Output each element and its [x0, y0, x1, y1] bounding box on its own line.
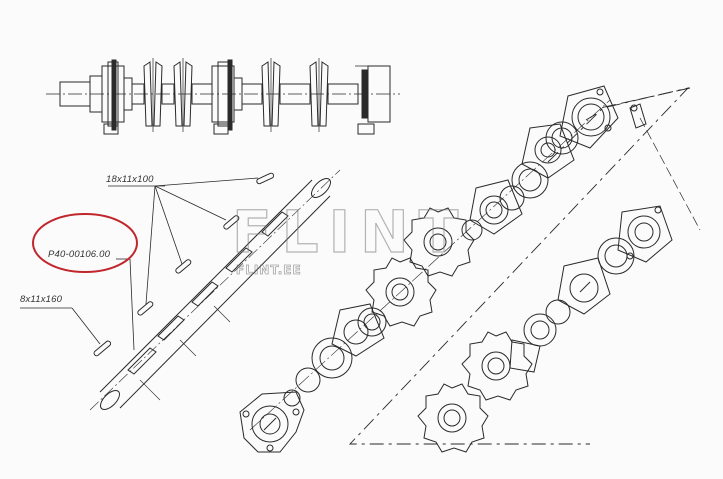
watermark-url: FLINT.EE: [236, 263, 302, 278]
sprocket-3: [461, 331, 533, 401]
sprocket-2: [365, 257, 437, 327]
watermark-logo: FLINT: [231, 197, 469, 266]
sprocket-4: [417, 383, 489, 453]
part-number-label: P40-00106.00: [48, 249, 111, 260]
part-number-highlight: [32, 213, 138, 273]
key-dimension-label-top: 18x11x100: [106, 174, 154, 185]
key-dimension-label-left: 8x11x160: [20, 294, 63, 305]
right-branch-housing: [509, 205, 673, 373]
small-pin: [629, 103, 647, 129]
assembled-shaft-top-view: [46, 58, 400, 135]
sprocket-1: [403, 207, 475, 277]
flange-housing-bottom: [239, 391, 305, 453]
leader-lines: [20, 177, 259, 351]
lower-bearings: [283, 303, 387, 407]
bearing-stack: [461, 121, 579, 241]
shaft-keys: [93, 172, 275, 357]
exploded-assembly: [239, 85, 701, 453]
keyed-shaft: [89, 169, 341, 411]
flange-housing-top: [559, 85, 619, 149]
